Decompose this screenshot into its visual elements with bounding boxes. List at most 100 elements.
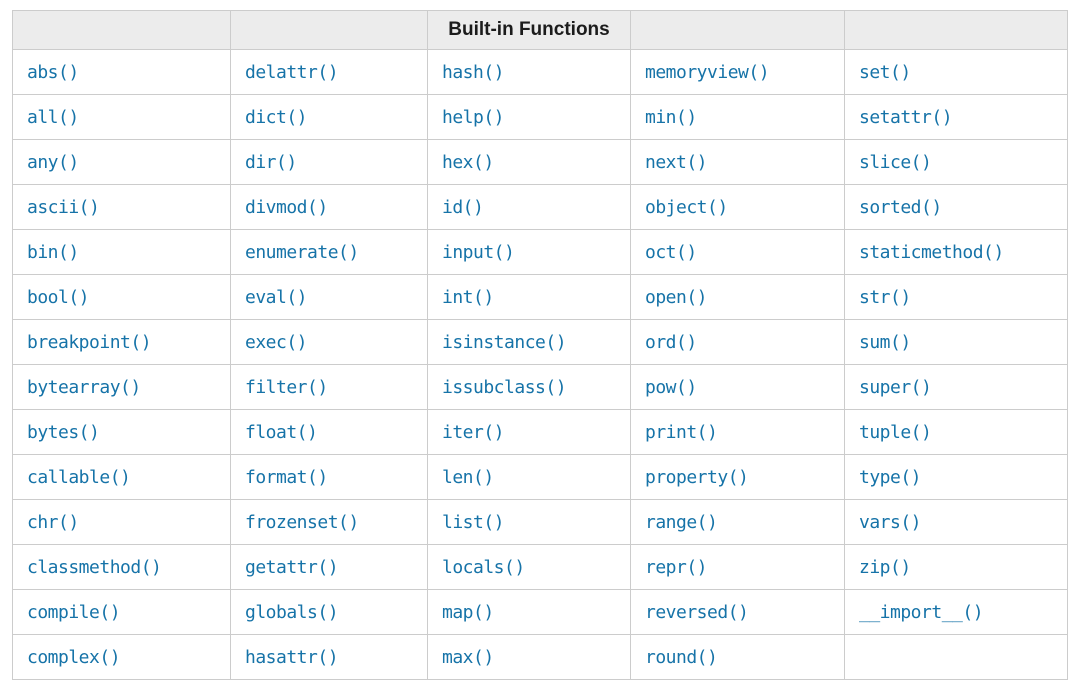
function-link[interactable]: eval() [245,286,308,308]
function-link[interactable]: __import__() [859,601,984,623]
function-link[interactable]: min() [645,106,697,128]
function-link[interactable]: bool() [27,286,90,308]
function-link[interactable]: vars() [859,511,922,533]
header-cell-empty [12,10,231,50]
function-link[interactable]: delattr() [245,61,339,83]
function-cell: float() [230,409,428,455]
function-link[interactable]: super() [859,376,932,398]
function-link[interactable]: any() [27,151,79,173]
table-row: bytes() float() iter() print() tuple() [12,409,1068,455]
function-cell: zip() [844,544,1068,590]
function-link[interactable]: format() [245,466,328,488]
function-link[interactable]: open() [645,286,708,308]
table-row: breakpoint() exec() isinstance() ord() sum() [12,319,1068,365]
function-cell: breakpoint() [12,319,231,365]
function-link[interactable]: bytes() [27,421,100,443]
function-link[interactable]: globals() [245,601,339,623]
function-link[interactable]: hasattr() [245,646,339,668]
function-link[interactable]: print() [645,421,718,443]
function-link[interactable]: locals() [442,556,525,578]
function-link[interactable]: filter() [245,376,328,398]
function-link[interactable]: exec() [245,331,308,353]
function-link[interactable]: int() [442,286,494,308]
function-link[interactable]: iter() [442,421,505,443]
function-cell: all() [12,94,231,140]
function-link[interactable]: memoryview() [645,61,770,83]
function-link[interactable]: slice() [859,151,932,173]
function-link[interactable]: dict() [245,106,308,128]
function-link[interactable]: bytearray() [27,376,141,398]
function-link[interactable]: isinstance() [442,331,567,353]
function-link[interactable]: chr() [27,511,79,533]
function-link[interactable]: abs() [27,61,79,83]
function-cell: filter() [230,364,428,410]
function-link[interactable]: getattr() [245,556,339,578]
function-cell: locals() [427,544,631,590]
function-link[interactable]: complex() [27,646,121,668]
function-link[interactable]: hex() [442,151,494,173]
function-cell: staticmethod() [844,229,1068,275]
function-cell: tuple() [844,409,1068,455]
function-cell: getattr() [230,544,428,590]
function-cell: super() [844,364,1068,410]
function-cell: __import__() [844,589,1068,635]
function-link[interactable]: all() [27,106,79,128]
function-link[interactable]: reversed() [645,601,749,623]
function-cell: slice() [844,139,1068,185]
function-cell: input() [427,229,631,275]
function-link[interactable]: set() [859,61,911,83]
function-link[interactable]: issubclass() [442,376,567,398]
function-link[interactable]: next() [645,151,708,173]
function-link[interactable]: frozenset() [245,511,359,533]
function-link[interactable]: round() [645,646,718,668]
function-link[interactable]: len() [442,466,494,488]
function-link[interactable]: tuple() [859,421,932,443]
function-link[interactable]: max() [442,646,494,668]
function-link[interactable]: help() [442,106,505,128]
function-link[interactable]: zip() [859,556,911,578]
function-link[interactable]: divmod() [245,196,328,218]
function-cell: abs() [12,49,231,95]
function-link[interactable]: compile() [27,601,121,623]
function-cell: oct() [630,229,845,275]
function-link[interactable]: range() [645,511,718,533]
function-link[interactable]: id() [442,196,484,218]
function-cell: bytearray() [12,364,231,410]
function-link[interactable]: list() [442,511,505,533]
function-link[interactable]: ascii() [27,196,100,218]
function-link[interactable]: enumerate() [245,241,359,263]
function-link[interactable]: repr() [645,556,708,578]
function-link[interactable]: map() [442,601,494,623]
function-link[interactable]: object() [645,196,728,218]
function-link[interactable]: bin() [27,241,79,263]
function-link[interactable]: sum() [859,331,911,353]
function-link[interactable]: float() [245,421,318,443]
function-cell: iter() [427,409,631,455]
table-row: bytearray() filter() issubclass() pow() supe… [12,364,1068,410]
function-cell: map() [427,589,631,635]
function-cell: open() [630,274,845,320]
function-link[interactable]: property() [645,466,749,488]
function-cell: hasattr() [230,634,428,680]
function-link[interactable]: sorted() [859,196,942,218]
function-cell: issubclass() [427,364,631,410]
function-link[interactable]: str() [859,286,911,308]
function-link[interactable]: type() [859,466,922,488]
function-link[interactable]: breakpoint() [27,331,152,353]
function-link[interactable]: ord() [645,331,697,353]
function-link[interactable]: setattr() [859,106,953,128]
function-link[interactable]: oct() [645,241,697,263]
function-link[interactable]: staticmethod() [859,241,1004,263]
function-link[interactable]: pow() [645,376,697,398]
function-cell: vars() [844,499,1068,545]
function-link[interactable]: callable() [27,466,131,488]
function-link[interactable]: classmethod() [27,556,162,578]
function-link[interactable]: input() [442,241,515,263]
function-link[interactable]: dir() [245,151,297,173]
table-row: compile() globals() map() reversed() __impor… [12,589,1068,635]
table-row: bool() eval() int() open() str() [12,274,1068,320]
table-row: complex() hasattr() max() round() [12,634,1068,680]
empty-cell [844,634,1068,680]
function-link[interactable]: hash() [442,61,505,83]
function-cell: print() [630,409,845,455]
